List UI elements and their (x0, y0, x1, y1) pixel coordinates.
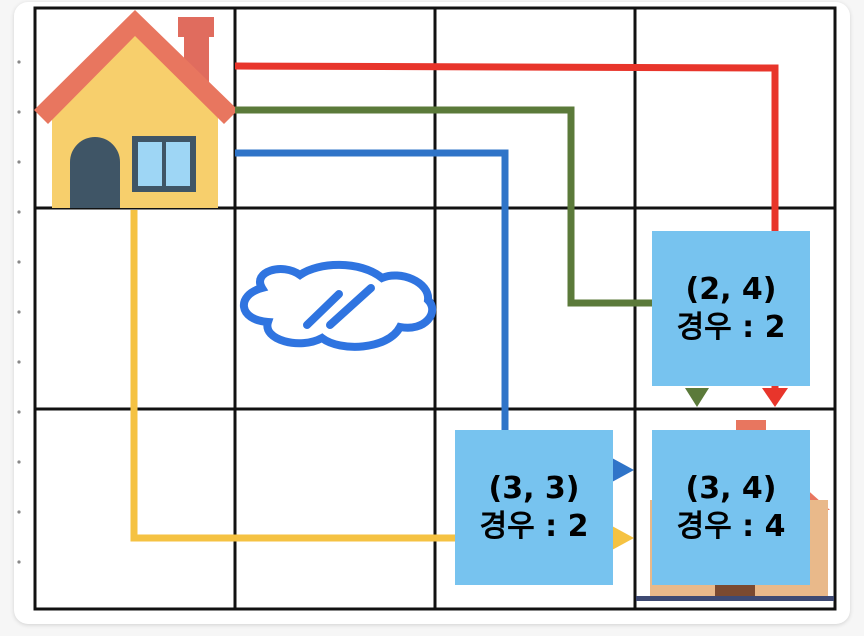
cell-coordinate: (3, 3) (488, 470, 580, 506)
cell-count: 경우 : 2 (676, 309, 786, 345)
green-path (235, 106, 709, 407)
house-icon (34, 10, 238, 208)
puddle-icon (240, 260, 437, 351)
cell-count: 경우 : 2 (479, 508, 589, 544)
yellow-path (130, 210, 634, 550)
cell-coordinate: (2, 4) (685, 271, 777, 307)
blue-path (235, 149, 634, 482)
margin-dots (17, 60, 21, 564)
cell-box-3-4: (3, 4) 경우 : 4 (652, 430, 810, 585)
cell-box-3-3: (3, 3) 경우 : 2 (455, 430, 613, 585)
cell-count: 경우 : 4 (676, 508, 786, 544)
cell-box-2-4: (2, 4) 경우 : 2 (652, 231, 810, 386)
cell-coordinate: (3, 4) (685, 470, 777, 506)
